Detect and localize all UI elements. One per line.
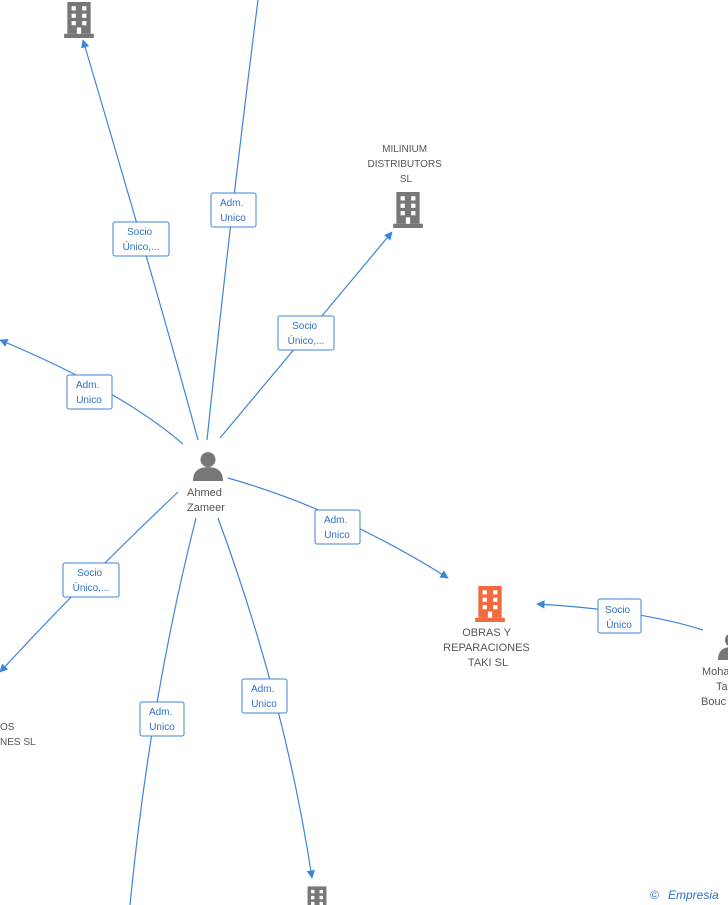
svg-text:Socio Único,...: Socio Único,... — [73, 568, 110, 594]
edge-label-adm-left-line-2: Unico — [76, 395, 102, 406]
center-person-name-line-2: Zameer — [187, 502, 225, 514]
edge-label-adm-obras-line-1: Adm. — [324, 515, 347, 526]
edge-label-adm-obras-line-2: Unico — [324, 530, 350, 541]
edge-label-socio-mohamed-line-1: Socio — [605, 605, 630, 616]
edge-label-socio-left-down[interactable]: Socio Único,... — [62, 562, 120, 598]
svg-text:Adm. Unico: Adm. Unico — [324, 515, 350, 541]
edge-label-socio-top-line-2: Único,... — [123, 240, 160, 253]
obras-label-line-2: REPARACIONES — [443, 642, 530, 654]
node-center-person[interactable]: Ahmed Zameer — [187, 452, 225, 514]
left-company-label-line-2: NES SL — [0, 737, 36, 748]
node-left-company[interactable]: OS NES SL — [0, 722, 36, 748]
edge-label-adm-top-line-2: Unico — [220, 213, 246, 224]
center-person-icon — [193, 452, 223, 481]
watermark-brand-text: Empresia — [668, 888, 719, 902]
obras-building-icon — [475, 586, 505, 622]
edge-label-adm-bottom-left-line-2: Unico — [149, 722, 175, 733]
edge-label-adm-bottom-line-1: Adm. — [251, 684, 274, 695]
edge-label-socio-top-line-1: Socio — [127, 227, 152, 238]
mohamed-label-line-1: Moha — [702, 666, 728, 678]
node-mohamed[interactable]: Moha Ta Bouc — [701, 633, 728, 708]
svg-text:MILINIUM DISTRIBUTORS: MILINIUM DISTRIBUTORS SL — [367, 144, 444, 185]
obras-label-line-1: OBRAS Y — [462, 627, 511, 639]
edge-label-socio-mohamed-line-2: Único — [606, 618, 632, 631]
milinium-label-line-1: MILINIUM — [382, 144, 427, 155]
obras-label-line-3: TAKI SL — [468, 657, 508, 669]
edge-label-socio-left-down-line-2: Único,... — [73, 581, 110, 594]
edge-label-socio-milinium-line-1: Socio — [292, 321, 317, 332]
svg-text:Adm. Unico: Adm. Unico — [251, 684, 277, 710]
edge-labels: Socio Único,... Adm. Unico Socio Único,.… — [62, 192, 642, 737]
node-top-company[interactable] — [64, 2, 94, 38]
milinium-building-icon — [393, 192, 423, 228]
edge-label-socio-milinium-line-2: Único,... — [288, 334, 325, 347]
svg-text:Moha Ta Bouc: Moha Ta Bouc — [701, 666, 728, 708]
mohamed-label-line-3: Bouc — [701, 696, 727, 708]
svg-text:Adm. Unico: Adm. Unico — [220, 198, 246, 224]
edges — [0, 0, 704, 905]
milinium-label-line-2: DISTRIBUTORS — [367, 159, 442, 170]
svg-text:Socio Único,...: Socio Único,... — [123, 227, 160, 253]
node-milinium[interactable]: MILINIUM DISTRIBUTORS SL — [367, 144, 444, 228]
edge-to-top-company — [81, 39, 199, 441]
svg-text:Socio Único: Socio Único — [605, 605, 633, 631]
edge-label-socio-left-down-line-1: Socio — [77, 568, 102, 579]
copyright-icon: © — [650, 888, 659, 902]
svg-text:Socio Único,...: Socio Único,... — [288, 321, 325, 347]
edge-label-socio-milinium[interactable]: Socio Único,... — [277, 315, 335, 351]
svg-text:Ahmed Zameer: Ahmed Zameer — [187, 487, 225, 514]
svg-text:Adm. Unico: Adm. Unico — [76, 380, 102, 406]
edge-label-socio-top[interactable]: Socio Único,... — [112, 221, 170, 257]
edge-label-adm-top[interactable]: Adm. Unico — [210, 192, 257, 228]
svg-text:Adm. Unico: Adm. Unico — [149, 707, 175, 733]
left-company-label-line-1: OS — [0, 722, 15, 733]
center-person-name-line-1: Ahmed — [187, 487, 222, 499]
svg-text:OS NES SL: OS NES SL — [0, 722, 36, 748]
node-bottom-company[interactable] — [305, 886, 329, 905]
edge-label-adm-left[interactable]: Adm. Unico — [66, 374, 113, 410]
edge-label-adm-bottom-left[interactable]: Adm. Unico — [139, 701, 185, 737]
edge-label-adm-bottom-line-2: Unico — [251, 699, 277, 710]
watermark: © Empresia — [650, 888, 719, 902]
mohamed-person-icon — [718, 633, 728, 660]
edge-label-socio-mohamed[interactable]: Socio Único — [597, 598, 642, 634]
edge-label-adm-bottom-left-line-1: Adm. — [149, 707, 172, 718]
mohamed-label-line-2: Ta — [716, 681, 728, 693]
node-obras[interactable]: OBRAS Y REPARACIONES TAKI SL — [443, 586, 533, 669]
edge-label-adm-left-line-1: Adm. — [76, 380, 99, 391]
edge-label-adm-obras[interactable]: Adm. Unico — [314, 509, 361, 545]
edge-label-adm-bottom[interactable]: Adm. Unico — [241, 678, 288, 714]
svg-text:OBRAS Y REPARACIONES: OBRAS Y REPARACIONES TAKI SL — [443, 627, 533, 669]
bottom-company-building-icon — [305, 886, 329, 905]
edge-label-adm-top-line-1: Adm. — [220, 198, 243, 209]
milinium-label-line-3: SL — [400, 174, 413, 185]
